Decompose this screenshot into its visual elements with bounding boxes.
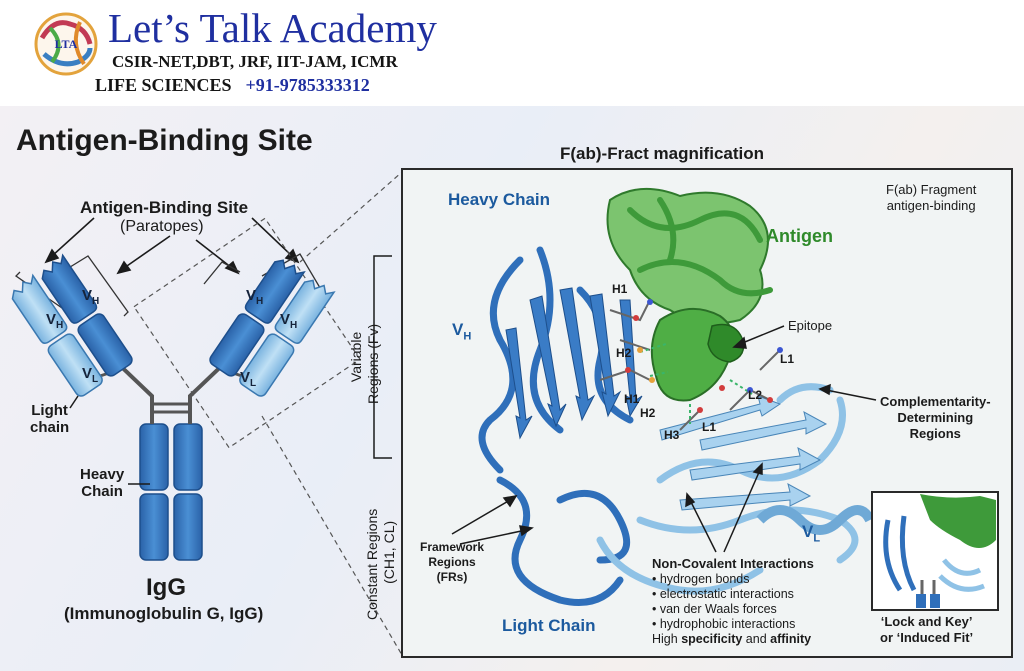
cdr-h3-label: H3 (664, 428, 680, 442)
noncovalent-title: Non-Covalent Interactions (652, 556, 814, 571)
panel-vh-label: VH (452, 320, 472, 343)
light-chain-helix (756, 505, 875, 535)
academy-name: Let’s Talk Academy (108, 5, 437, 51)
hydrogen-bonds (639, 343, 753, 424)
antigen-binding-site-label: Antigen-Binding Site (80, 198, 249, 217)
interaction-list: • hydrogen bonds • electrostatic interac… (652, 572, 811, 647)
phone-number: +91-9785333312 (245, 75, 370, 95)
subject-text: LIFE SCIENCES (95, 75, 232, 95)
cdr-h2b-label: H2 (640, 406, 656, 420)
academy-logo: LTA (34, 12, 98, 76)
cdr-h1b-label: H1 (624, 392, 640, 406)
light-chain-pointer (69, 395, 79, 409)
right-vl-label: VL (240, 369, 256, 389)
exam-list: CSIR-NET,DBT, JRF, IIT-JAM, ICMR (112, 52, 398, 71)
cdr-sidechains (599, 299, 781, 431)
cdr-l2-label: L2 (748, 388, 763, 402)
cdr-h1-label: H1 (612, 282, 628, 296)
panel-heavy-chain-label: Heavy Chain (448, 190, 551, 209)
subject-line: LIFE SCIENCES +91-9785333312 (95, 75, 370, 96)
heavy-chain-strands (505, 287, 643, 440)
interaction-item: • van der Waals forces (652, 602, 777, 616)
epitope-label: Epitope (788, 318, 833, 333)
interaction-item: • electrostatic interactions (652, 587, 794, 601)
cdr-l1-label: L1 (702, 420, 717, 434)
lock-key-inset (871, 491, 999, 611)
specificity-note: High specificity and affinity (652, 632, 812, 646)
magnification-title: F(ab)-Fract magnification (560, 144, 765, 163)
igg-name: IgG (146, 574, 186, 601)
right-fab-arm (209, 259, 336, 397)
light-chain-strands (659, 395, 828, 511)
panel-arrows (451, 325, 877, 553)
panel-vl-label: VL (802, 522, 821, 545)
antigen-structure (606, 187, 773, 402)
igg-full-name: (Immunoglobulin G, IgG) (64, 604, 264, 623)
site-arrows (44, 217, 300, 275)
page-title: Antigen-Binding Site (16, 124, 313, 157)
logo-text: LTA (55, 37, 78, 51)
interaction-item: • hydrogen bonds (652, 572, 750, 586)
left-vh2-label: VH (46, 311, 63, 331)
cdr-l1b-label: L1 (780, 352, 795, 366)
left-vl-label: VL (82, 365, 98, 385)
right-vh-label: VH (246, 287, 263, 307)
antigen-label: Antigen (766, 226, 833, 246)
atom-spheres (625, 299, 783, 413)
cdr-h2-label: H2 (616, 346, 632, 360)
left-fab-arm (11, 253, 133, 397)
left-vh-label: VH (82, 287, 99, 307)
interaction-item: • hydrophobic interactions (652, 617, 796, 631)
paratopes-label: (Paratopes) (120, 218, 204, 235)
fc-region (139, 423, 203, 561)
panel-light-chain-label: Light Chain (502, 616, 596, 635)
inset-caption: ‘Lock and Key’or ‘Induced Fit’ (880, 614, 974, 645)
right-vh2-label: VH (280, 311, 297, 331)
header-banner: LTA Let’s Talk Academy CSIR-NET,DBT, JRF… (0, 0, 1024, 106)
